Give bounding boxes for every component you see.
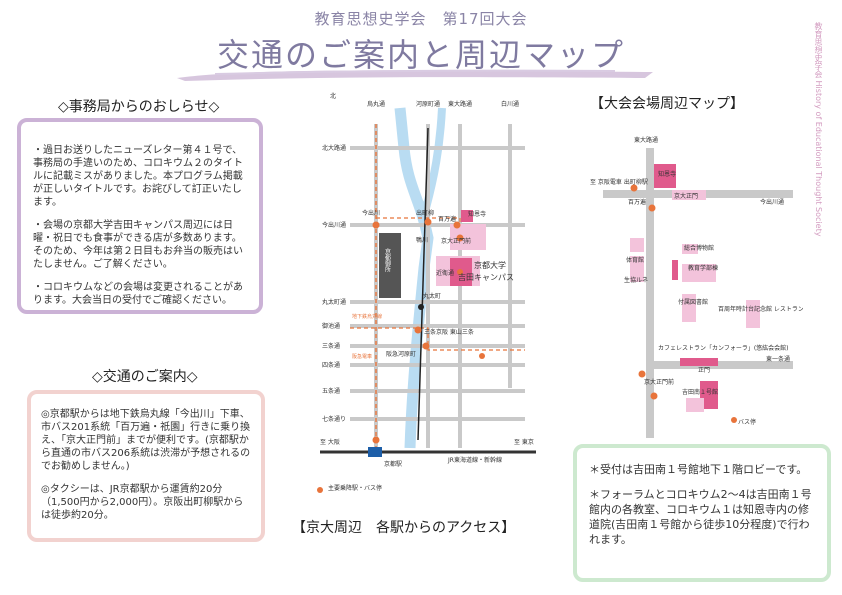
reception-paragraph: ＊受付は吉田南１号館地下１階ロビーです。 xyxy=(589,463,808,476)
street-label: 三条通 xyxy=(322,342,340,350)
east-west-streets xyxy=(350,146,525,421)
station-markers xyxy=(317,218,485,493)
chionji-block xyxy=(461,210,473,222)
place-label: 京大正門前 xyxy=(441,237,471,245)
place-label: 京都大学 xyxy=(474,260,506,270)
street-label: 白川通 xyxy=(501,100,519,108)
street-label: 五条通 xyxy=(322,387,340,395)
place-label: 吉田南１号館 xyxy=(682,388,718,396)
route-label: 阪急電車 xyxy=(352,353,372,360)
place-label: 正門 xyxy=(698,367,710,374)
page-title: 交通のご案内と周辺マップ xyxy=(216,36,625,74)
route-label: 地下鉄烏丸線 xyxy=(352,313,382,320)
access-map: 京都御所 烏丸通 河原町通 東大路通 白川通 北大路通 今出川通 丸太町通 御池… xyxy=(317,92,536,493)
access-box: ◎京都駅からは地下鉄烏丸線「今出川」下車、市バス201系統「百万遍・祇園」行きに… xyxy=(27,390,265,542)
svg-text:京都御所: 京都御所 xyxy=(384,247,391,273)
notice-box: ・過日お送りしたニューズレター第４１号で、事務局の手違いのため、コロキウム２のタ… xyxy=(17,118,263,314)
access-map-caption: 【京大周辺 各駅からのアクセス】 xyxy=(292,520,516,536)
campus-map-heading: 【大会会場周辺マップ】 xyxy=(590,96,744,112)
place-label: 百周年時計台記念館 レストラン「ラ・トゥール」 xyxy=(718,305,803,313)
place-label: 総合博物館 xyxy=(684,244,714,252)
place-label: 知恩寺 xyxy=(658,170,676,178)
kyoto-station-icon xyxy=(368,447,382,457)
place-label: 鴨川 xyxy=(416,236,428,244)
place-label: バス停 xyxy=(738,418,756,426)
place-label: 京大正門 xyxy=(674,192,698,200)
notice-heading: ◇事務局からのおしらせ◇ xyxy=(58,99,220,115)
notice-paragraph: ・過日お送りしたニューズレター第４１号で、事務局の手違いのため、コロキウム２のタ… xyxy=(33,145,243,208)
street-label: 丸太町通 xyxy=(322,298,346,306)
place-label: 生協ルネ xyxy=(624,276,648,284)
street-label: 北大路通 xyxy=(322,144,346,152)
north-label: 北 xyxy=(330,92,336,100)
reception-box: ＊受付は吉田南１号館地下１階ロビーです。 ＊フォーラムとコロキウム2～4は吉田南… xyxy=(573,444,831,582)
place-label: 今出川 xyxy=(362,209,380,217)
reception-paragraph: ＊フォーラムとコロキウム2～4は吉田南１号館内の各教室、コロキウム１は知恩寺内の… xyxy=(589,488,812,546)
place-label: 出町柳 xyxy=(416,209,434,217)
street-label: 御池通 xyxy=(322,322,340,330)
place-label: 丸太町 xyxy=(423,292,441,300)
title-brush-stroke xyxy=(177,69,653,81)
access-paragraph: ◎京都駅からは地下鉄烏丸線「今出川」下車、市バス201系統「百万遍・祇園」行きに… xyxy=(41,409,251,472)
place-label: 体育館 xyxy=(626,256,644,264)
street-label: 今出川通 xyxy=(322,221,346,229)
place-label: 教育学部棟 xyxy=(688,264,718,272)
place-label: 阪急河原町 xyxy=(386,350,416,358)
notice-paragraph: ・会場の京都大学吉田キャンパス周辺には日曜・祝日でも食事ができる店が多数あります… xyxy=(33,220,243,270)
place-label: 知恩寺 xyxy=(468,210,486,218)
marutamachi-marker xyxy=(418,304,424,310)
street-label: 今出川通 xyxy=(760,198,784,206)
notice-paragraph: ・コロキウムなどの会場は変更されることがあります。大会当日の受付でご確認ください… xyxy=(33,282,243,306)
place-label: 至 京阪電車 出町柳駅 xyxy=(590,178,648,186)
place-label: 三条京阪 東山三条 xyxy=(424,328,474,336)
campus-map: 東大路通 今出川通 東一条通 至 京阪電車 出町柳駅 知恩寺 百万遍 京大正門 … xyxy=(590,136,803,438)
legend-label: 主要乗降駅・バス停 xyxy=(328,484,382,492)
place-label: 吉田キャンパス xyxy=(458,273,514,282)
place-label: 京都駅 xyxy=(384,460,402,468)
place-label: JR東海道線・新幹線 xyxy=(447,456,502,464)
place-label: 近衛通 xyxy=(436,269,454,277)
street-label: 七条通り xyxy=(322,415,346,423)
street-label: 四条通 xyxy=(322,361,340,369)
campus-markers xyxy=(630,184,737,423)
access-heading: ◇交通のご案内◇ xyxy=(92,369,198,385)
place-label: 京大正門前 xyxy=(644,378,674,386)
campus-buildings xyxy=(630,164,760,412)
conference-subtitle: 教育思想史学会 第17回大会 xyxy=(314,10,528,28)
direction-label: 至 大阪 xyxy=(320,438,340,446)
direction-label: 至 東京 xyxy=(514,438,534,446)
place-label: 百万遍 xyxy=(438,215,456,223)
society-side-text: 教育思想史学会 History of Educational Thought S… xyxy=(814,22,823,237)
place-label: 百万遍 xyxy=(628,198,646,206)
place-label: カフェレストラン「カンフォーラ」(悠紘会会館) xyxy=(658,344,789,352)
street-label: 東一条通 xyxy=(766,355,790,363)
access-paragraph: ◎タクシーは、JR京都駅から運賃約20分（1,500円から2,000円）。京阪出… xyxy=(41,484,244,521)
street-label: 東大路通 xyxy=(448,100,472,108)
street-label: 河原町通 xyxy=(416,100,440,108)
gosho-block xyxy=(379,233,401,298)
street-label: 東大路通 xyxy=(634,136,658,144)
street-label: 烏丸通 xyxy=(367,100,385,108)
place-label: 付属図書館 xyxy=(678,298,708,306)
